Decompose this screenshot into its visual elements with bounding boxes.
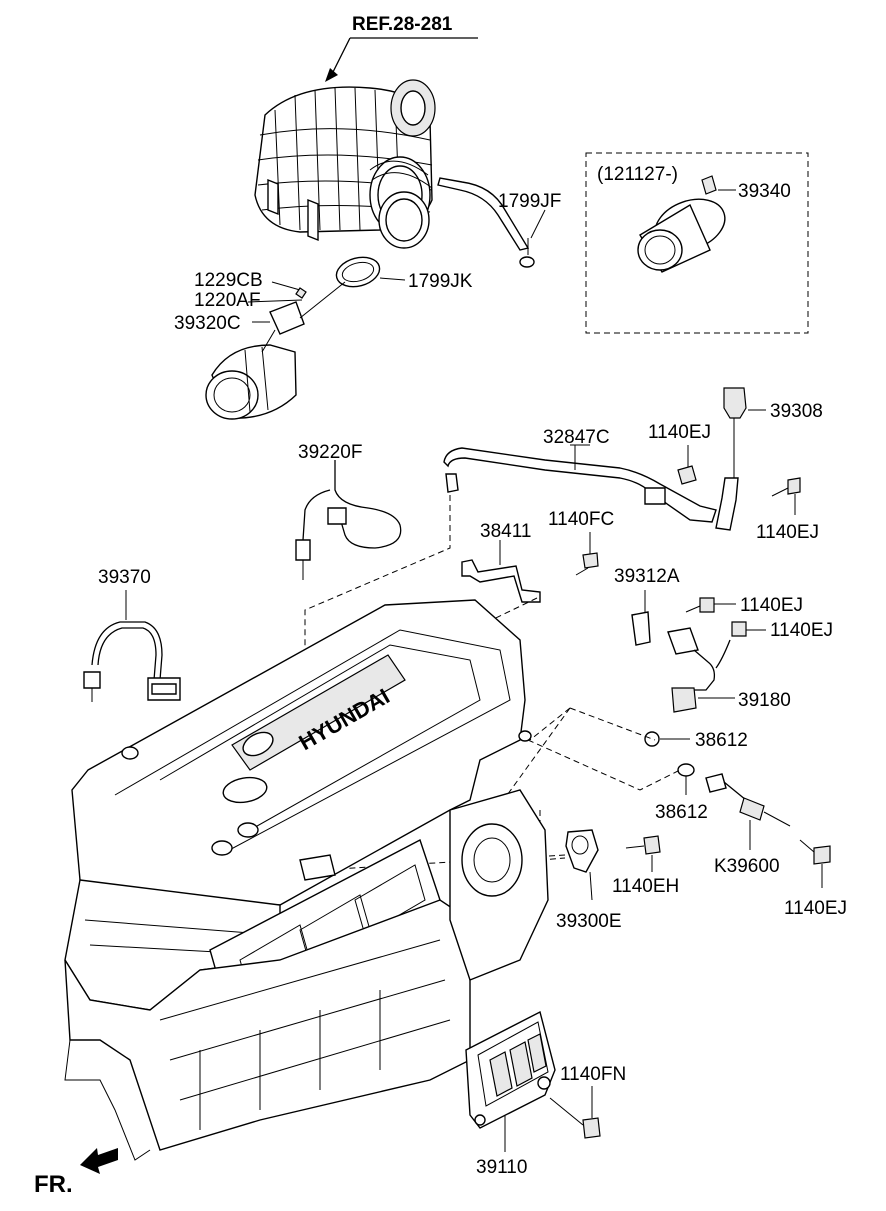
- bolt-1140FC: [575, 532, 599, 576]
- label-1229CB[interactable]: 1229CB: [194, 270, 263, 291]
- engine-block: HYUNDAI: [64, 599, 549, 1161]
- ref-callout: REF.28-281: [325, 14, 478, 82]
- bolt-1140FN: [549, 1086, 601, 1139]
- sensor-39308: [723, 387, 766, 478]
- bolt-1140EJ-c: [685, 597, 736, 613]
- label-1140FC[interactable]: 1140FC: [548, 509, 614, 530]
- inset-box: (121127-): [585, 152, 809, 334]
- label-38612-a[interactable]: 38612: [695, 730, 748, 751]
- label-1140EJ-c[interactable]: 1140EJ: [740, 595, 803, 616]
- label-39370[interactable]: 39370: [98, 567, 151, 588]
- bolt-1140EJ-d: [731, 621, 766, 637]
- label-1140EJ-b[interactable]: 1140EJ: [756, 522, 819, 543]
- label-K39600[interactable]: K39600: [714, 856, 780, 877]
- sensor-39370: [83, 590, 181, 702]
- inset-note[interactable]: (121127-): [597, 164, 678, 185]
- label-1140EJ-e[interactable]: 1140EJ: [784, 898, 847, 919]
- front-arrow-icon: [80, 1148, 118, 1174]
- label-39300E[interactable]: 39300E: [556, 911, 622, 932]
- label-1799JK[interactable]: 1799JK: [408, 271, 473, 292]
- sensor-39220F: [295, 460, 402, 580]
- bolt-1140EJ-b: [771, 477, 801, 515]
- label-1140EJ-d[interactable]: 1140EJ: [770, 620, 833, 641]
- bracket-38411: [461, 540, 541, 603]
- label-1799JF[interactable]: 1799JF: [498, 191, 561, 212]
- label-39180[interactable]: 39180: [738, 690, 791, 711]
- bolt-1140EJ-a: [677, 445, 697, 485]
- air-cleaner-assembly: [254, 79, 436, 249]
- label-1220AF[interactable]: 1220AF: [194, 290, 261, 311]
- label-39220F[interactable]: 39220F: [298, 442, 362, 463]
- sensor-39300E: [565, 829, 599, 901]
- label-38411[interactable]: 38411: [480, 521, 531, 542]
- front-label: FR.: [34, 1171, 73, 1198]
- label-1140EJ-a[interactable]: 1140EJ: [648, 422, 711, 443]
- bracket-39312A: [631, 590, 699, 655]
- washer-38612-a: [644, 731, 690, 747]
- ref-label[interactable]: REF.28-281: [352, 14, 453, 35]
- clamp-1799JK: [335, 256, 406, 288]
- washer-38612-b: [677, 763, 695, 795]
- label-1140EH[interactable]: 1140EH: [612, 876, 679, 897]
- sensor-39180: [671, 639, 735, 713]
- bolt-1140EH: [625, 835, 661, 872]
- sensor-K39600: [705, 773, 791, 850]
- tube-32847C: [443, 444, 739, 531]
- front-direction-indicator: FR.: [34, 1148, 118, 1198]
- label-39308[interactable]: 39308: [770, 401, 823, 422]
- maf-sensor-39320C: [205, 281, 346, 420]
- label-39320C[interactable]: 39320C: [174, 313, 241, 334]
- label-39312A[interactable]: 39312A: [614, 566, 680, 587]
- label-38612-b[interactable]: 38612: [655, 802, 708, 823]
- breather-hose: [437, 177, 546, 268]
- label-32847C[interactable]: 32847C: [543, 427, 610, 448]
- label-1140FN[interactable]: 1140FN: [560, 1064, 626, 1085]
- bolt-1140EJ-e: [799, 839, 831, 888]
- ecu-39110: [465, 1010, 556, 1152]
- label-39110[interactable]: 39110: [476, 1157, 527, 1178]
- label-39340[interactable]: 39340: [738, 181, 791, 202]
